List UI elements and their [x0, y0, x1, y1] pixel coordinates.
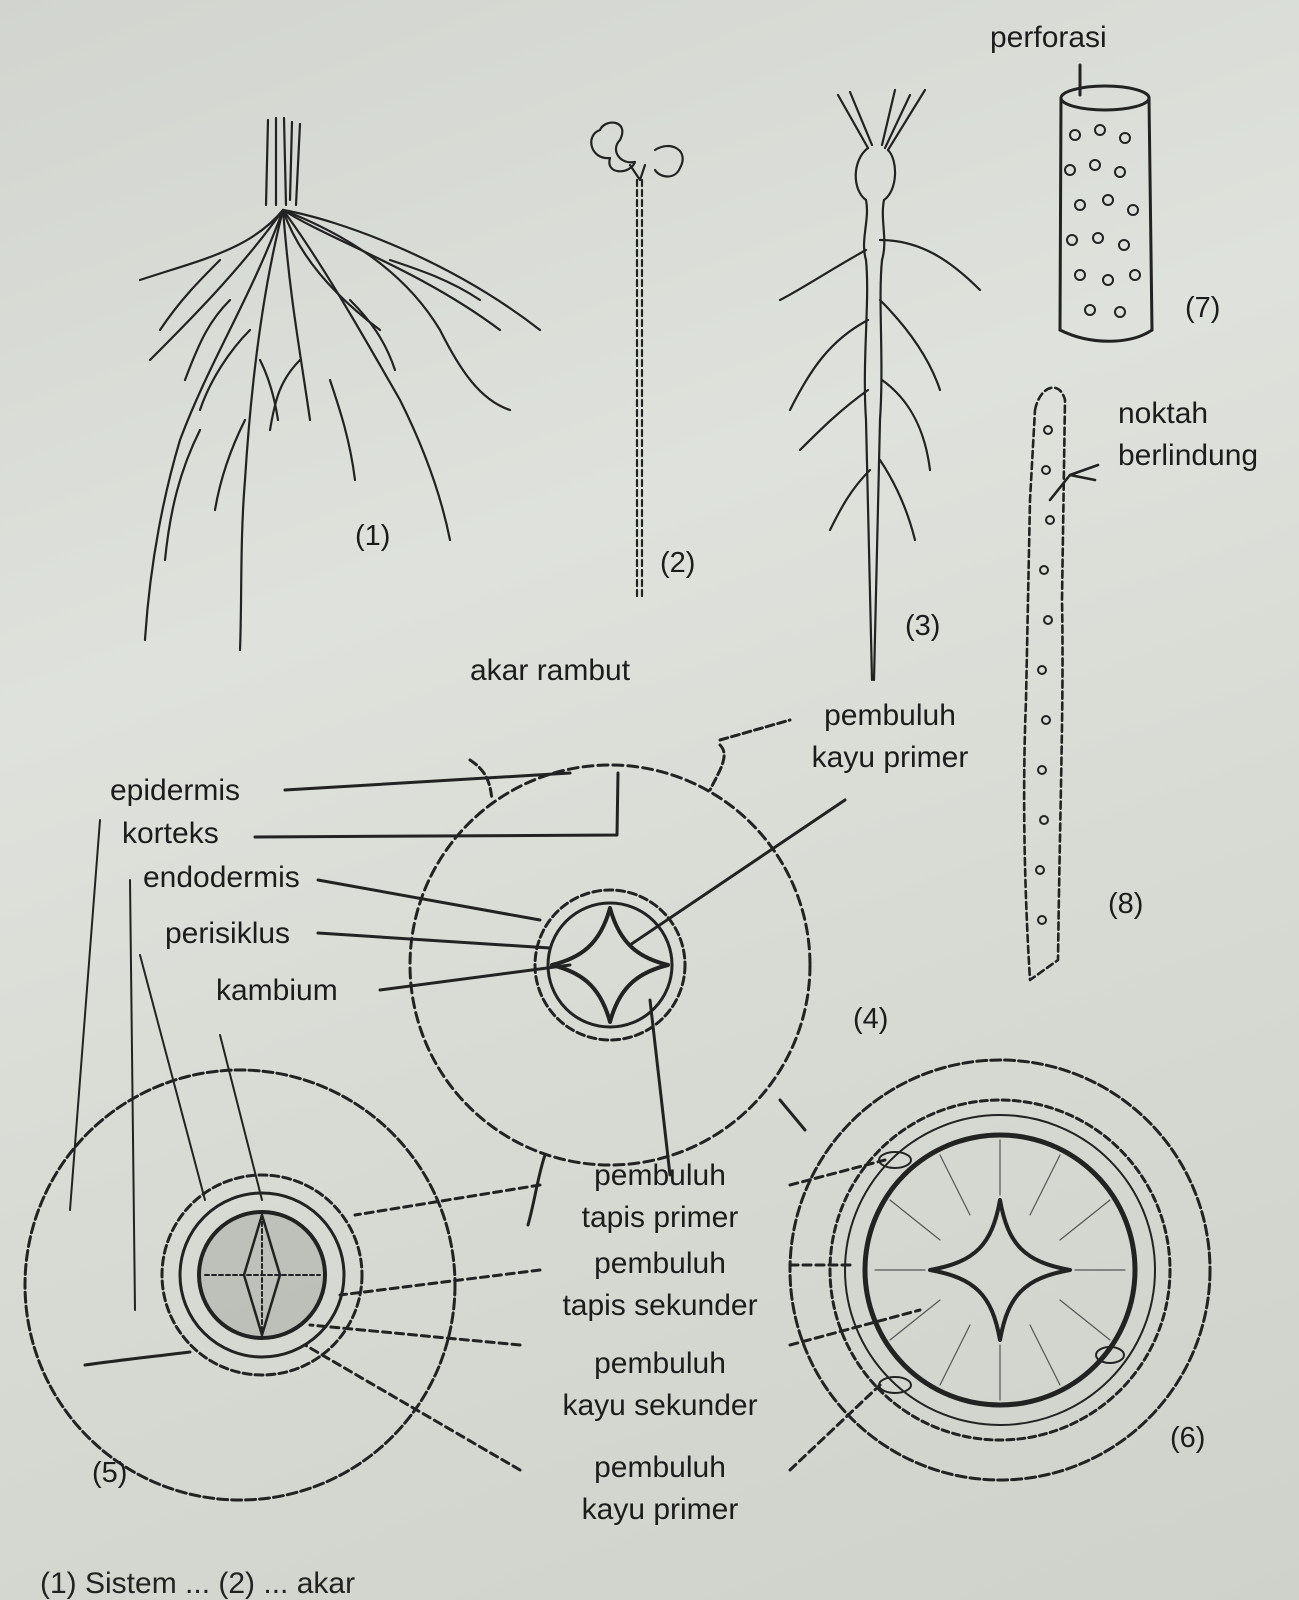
secondary-root-cross-section-early — [23, 1068, 457, 1502]
label-endodermis: endodermis — [143, 861, 300, 894]
label-pembuluh-kayu-primer-top-line2: kayu primer — [811, 741, 969, 774]
label-pembuluh-kayu-primer-bottom-line1: pembuluh — [594, 1451, 726, 1484]
figure-number-3: (3) — [905, 610, 941, 642]
tracheid-bordered-pit-drawing — [1022, 386, 1100, 982]
label-pembuluh-kayu-primer-top-line1: pembuluh — [824, 699, 956, 732]
label-pembuluh-kayu-sekunder-line2: kayu sekunder — [562, 1389, 758, 1422]
figure-number-7: (7) — [1185, 292, 1221, 324]
figure-number-1: (1) — [355, 520, 391, 552]
figure-number-5: (5) — [92, 1457, 128, 1489]
figure-number-6: (6) — [1170, 1422, 1206, 1454]
vessel-element-perforated-drawing — [1058, 63, 1154, 343]
label-kambium: kambium — [216, 974, 338, 1007]
label-akar-rambut: akar rambut — [470, 654, 631, 687]
primary-root-cross-section — [408, 718, 812, 1227]
figure-number-8: (8) — [1108, 888, 1144, 920]
label-epidermis: epidermis — [110, 774, 241, 807]
label-noktah-berlindung-line2: berlindung — [1118, 439, 1259, 472]
taproot-seedling-drawing — [590, 121, 684, 602]
figure-number-4: (4) — [853, 1003, 889, 1035]
label-perforasi: perforasi — [990, 21, 1107, 54]
label-pembuluh-tapis-sekunder-line2: tapis sekunder — [562, 1289, 758, 1322]
leader-lines — [69, 771, 922, 1472]
secondary-root-cross-section-late — [788, 1058, 1212, 1482]
fibrous-root-drawing — [138, 116, 542, 652]
label-perisiklus: perisiklus — [165, 917, 291, 950]
label-pembuluh-tapis-sekunder-line1: pembuluh — [594, 1247, 726, 1280]
label-pembuluh-kayu-primer-bottom-line2: kayu primer — [581, 1493, 739, 1526]
label-korteks: korteks — [122, 817, 219, 850]
label-noktah-berlindung-line1: noktah — [1118, 397, 1209, 430]
label-pembuluh-kayu-sekunder-line1: pembuluh — [594, 1347, 726, 1380]
label-pembuluh-tapis-primer-line2: tapis primer — [581, 1201, 739, 1234]
figure-number-2: (2) — [660, 547, 696, 579]
label-pembuluh-tapis-primer-line1: pembuluh — [594, 1159, 726, 1192]
branched-taproot-drawing — [778, 88, 982, 682]
caption-text: (1) Sistem ... (2) ... akar — [40, 1568, 356, 1600]
